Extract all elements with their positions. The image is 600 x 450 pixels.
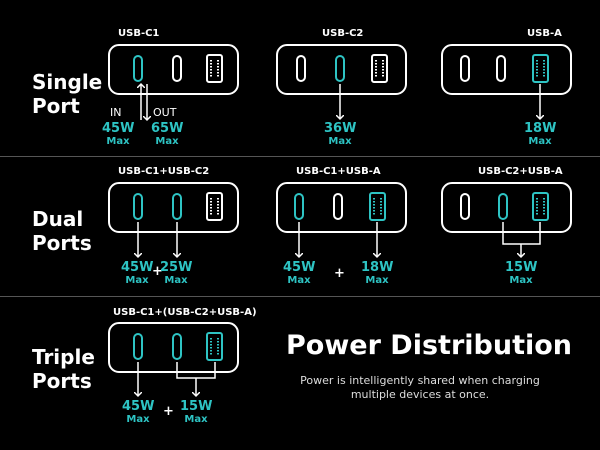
usb-c1-port-icon [296,55,306,82]
charger-outline [276,44,407,95]
wattage-value: 15W [180,399,213,414]
row-label-line: Port [32,94,80,118]
page-subtitle: Power is intelligently shared when charg… [290,374,550,402]
usb-c2-port-icon [172,193,182,220]
wattage-c1: 45W Max [122,399,155,426]
wattage-value: 18W [524,121,557,136]
charger-outline [108,182,239,233]
wattage-c2: 25W Max [160,260,193,287]
port-label: USB-C2+USB-A [478,166,563,177]
usb-c1-port-icon [133,55,143,82]
usb-c1-port-icon [460,55,470,82]
page-title: Power Distribution [286,330,573,361]
plus-sign: + [152,264,163,279]
wattage-c1: 45W Max [121,260,154,287]
row-label-dual: Dual Ports [32,207,92,255]
out-label: OUT [153,106,177,119]
wattage-value: 45W [121,260,154,275]
wattage-usb-c2: 36W Max [324,121,357,148]
max-label: Max [509,275,533,286]
port-label: USB-C1+USB-C2 [118,166,210,177]
usb-a-port-icon [532,192,549,221]
subtitle-line: multiple devices at once. [350,388,490,401]
row-label-line: Ports [32,231,92,255]
wattage-value: 45W [102,121,135,136]
row-label-line: Single [32,70,103,94]
usb-c2-port-icon [333,193,343,220]
row-divider [0,156,600,157]
plus-sign: + [334,266,345,281]
usb-c2-port-icon [172,55,182,82]
row-divider [0,296,600,297]
wattage-shared: 15W Max [505,260,538,287]
row-label-single: Single Port [32,70,102,118]
row-label-line: Triple [32,345,95,369]
wattage-value: 65W [151,121,184,136]
usb-a-port-icon [206,192,223,221]
usb-c2-port-icon [335,55,345,82]
charger-outline [276,182,407,233]
plus-sign: + [163,404,174,419]
port-label: USB-C1+(USB-C2+USB-A) [113,307,257,318]
wattage-out: 65W Max [151,121,184,148]
max-label: Max [328,136,352,147]
usb-a-port-icon [206,54,223,83]
wattage-value: 15W [505,260,538,275]
port-label: USB-C1 [118,28,160,39]
max-label: Max [287,275,311,286]
usb-a-port-icon [369,192,386,221]
usb-c2-port-icon [498,193,508,220]
usb-a-port-icon [206,332,223,361]
usb-c1-port-icon [133,193,143,220]
max-label: Max [125,275,149,286]
subtitle-line: Power is intelligently shared when charg… [300,374,540,387]
max-label: Max [155,136,179,147]
usb-a-port-icon [532,54,549,83]
charger-outline [441,182,572,233]
merge-connector [176,362,216,379]
wattage-usb-a: 18W Max [361,260,394,287]
row-label-line: Dual [32,207,84,231]
usb-c1-port-icon [460,193,470,220]
max-label: Max [126,414,150,425]
wattage-shared: 15W Max [180,399,213,426]
usb-c2-port-icon [172,333,182,360]
max-label: Max [164,275,188,286]
charger-outline [108,322,239,373]
port-label: USB-C1+USB-A [296,166,381,177]
wattage-value: 36W [324,121,357,136]
usb-c1-port-icon [133,333,143,360]
row-label-triple: Triple Ports [32,345,95,393]
usb-c2-port-icon [496,55,506,82]
port-label: USB-A [527,28,562,39]
wattage-value: 45W [122,399,155,414]
max-label: Max [365,275,389,286]
wattage-value: 45W [283,260,316,275]
wattage-usb-a: 18W Max [524,121,557,148]
in-label: IN [110,106,122,119]
port-label: USB-C2 [322,28,364,39]
merge-connector [502,222,541,245]
charger-outline [441,44,572,95]
wattage-value: 25W [160,260,193,275]
max-label: Max [184,414,208,425]
wattage-c1: 45W Max [283,260,316,287]
usb-a-port-icon [371,54,388,83]
row-label-line: Ports [32,369,92,393]
max-label: Max [528,136,552,147]
wattage-value: 18W [361,260,394,275]
wattage-in: 45W Max [102,121,135,148]
usb-c1-port-icon [294,193,304,220]
max-label: Max [106,136,130,147]
charger-outline [108,44,239,95]
